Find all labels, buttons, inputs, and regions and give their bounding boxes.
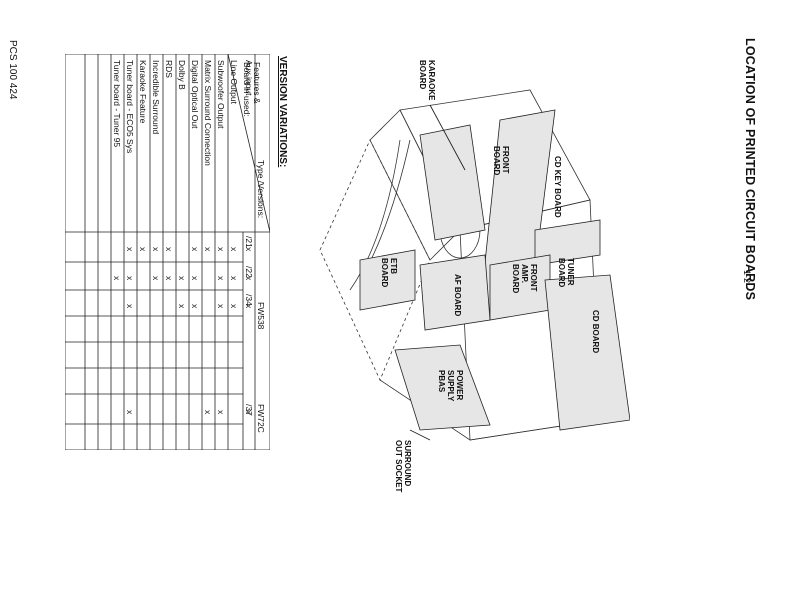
page-number: 1-2 [742,270,752,284]
feature-row-label: Tuner board - ECO5 Sys [125,60,135,154]
power-supply-shape [394,344,491,431]
surround-out-callout: SURROUND OUT SOCKET [394,440,412,493]
group-label-fw72c: FW72C [256,404,266,433]
etb-board-shape [359,249,416,311]
feature-row-label: Line Output [229,60,239,104]
feature-mark: x [244,304,254,309]
type-versions-label: Type /Versions: [256,160,266,219]
feature-mark: x [203,410,213,415]
feature-row-label: RDS [164,60,174,78]
feature-row-label: Subwoofer Output [216,60,226,129]
feature-row-label: Tuner board - Tuner 95 [112,60,122,148]
feature-row-label: Incredible Surround [151,60,161,135]
feature-mark: x [216,410,226,415]
feature-mark: x [229,304,239,309]
af-board-label: AF BOARD [453,274,462,317]
feature-mark: x [190,247,200,252]
feature-mark: x [125,410,135,415]
page-title: LOCATION OF PRINTED CIRCUIT BOARDS [743,38,757,301]
etb-board-label: ETB BOARD [380,258,398,288]
feature-mark: x [138,247,148,252]
feature-row-label: Karaoke Feature [138,60,148,124]
tuner-board-label: TUNER BOARD [557,258,575,288]
feature-mark: x [125,304,135,309]
feature-mark: x [112,276,122,281]
cd-board-shape [544,274,630,431]
feature-mark: x [216,304,226,309]
feature-mark: x [151,247,161,252]
feature-mark: x [244,410,254,415]
feature-mark: x [177,276,187,281]
feature-mark: x [244,276,254,281]
group-label-fw538: FW538 [256,302,266,330]
feature-row-label: Matrix Surround Connection [203,60,213,166]
version-table [65,54,270,450]
feature-mark: x [203,247,213,252]
feature-mark: x [216,276,226,281]
cd-board-label: CD BOARD [591,310,600,354]
feature-row-label: Digital Optical Out [190,60,200,129]
cd-key-board-label: CD KEY BOARD [553,156,562,218]
feature-mark: x [244,247,254,252]
feature-mark: x [190,304,200,309]
footer-code: PCS 100 424 [7,40,18,100]
tuner-board-shape [534,219,601,266]
power-supply-label: POWER SUPPLY PBAS [437,370,464,402]
front-board-shape [419,124,486,241]
feature-mark: x [190,276,200,281]
feature-mark: x [177,304,187,309]
feature-mark: x [125,276,135,281]
feature-mark: x [164,247,174,252]
front-amp-board-label: FRONT AMP. BOARD [511,264,538,294]
af-board-shape [419,254,491,331]
feature-mark: x [216,247,226,252]
feature-row-label: Dolby B [177,60,187,90]
front-board-label: FRONT BOARD [492,146,510,176]
feature-mark: x [229,276,239,281]
karaoke-board-callout: KARAOKE BOARD [418,60,436,101]
feature-mark: x [151,276,161,281]
pcb-location-diagram [319,89,630,441]
feature-mark: x [229,247,239,252]
feature-mark: x [164,276,174,281]
feature-mark: x [125,247,135,252]
version-heading: VERSION VARIATIONS: [277,56,288,168]
feature-row-label: Aux input [244,60,254,96]
